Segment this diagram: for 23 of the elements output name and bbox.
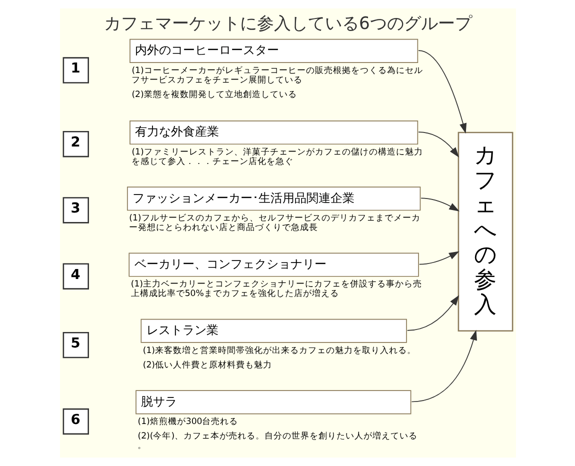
arrow xyxy=(418,132,459,158)
arrow xyxy=(410,330,476,402)
node-box: 5 xyxy=(62,332,88,358)
node-box: 3 xyxy=(62,197,88,224)
node-label: (1)主力ベーカリーとコンフェクショナリーにカフェを併設する事から売上構成比率で50%までカフェを強化した店が増える xyxy=(130,280,422,300)
node-label: (1)来客数増と営業時間帯強化が出来るカフェの魅力を取り入れる。 xyxy=(142,346,416,356)
arrow xyxy=(406,295,459,331)
node-label: (1)コーヒーメーカーがレギュラーコーヒーの販売根拠をつくる為にセルフサービスカフェをチェーン展開している xyxy=(131,66,422,86)
node-box: 4 xyxy=(62,263,88,290)
node-label: (1)フルサービスのカフェから、セルフサービスのデリカフェまでメーカー発想にとらわれない店と商品づくりで急成長 xyxy=(128,214,420,233)
node-label: (2)(今年)、カフェ本が売れる。自分の世界を創りたい人が増えている。 xyxy=(137,432,418,452)
node-box: 1 xyxy=(62,57,88,84)
node-label: (1)ファミリーレストラン、洋菓子チェーンがカフェの儲けの構造に魅力を感じて参入．．．チェーン店化を急ぐ xyxy=(131,147,422,167)
node-label: (2)業態を複数開発して立地創造している xyxy=(131,90,296,100)
arrow xyxy=(420,198,460,212)
node-label: (1)焙煎機が300台売れる xyxy=(137,417,238,428)
node-label: (2)低い人件費と原材料費も魅力 xyxy=(142,360,272,370)
node-box: 6 xyxy=(62,408,88,435)
node-box: 2 xyxy=(62,131,88,158)
node-box: カフェへの参入 xyxy=(457,132,513,332)
diagram-title: カフェマーケットに参入している6つのグループ xyxy=(104,14,472,34)
arrow xyxy=(418,251,459,265)
arrow xyxy=(418,50,466,134)
